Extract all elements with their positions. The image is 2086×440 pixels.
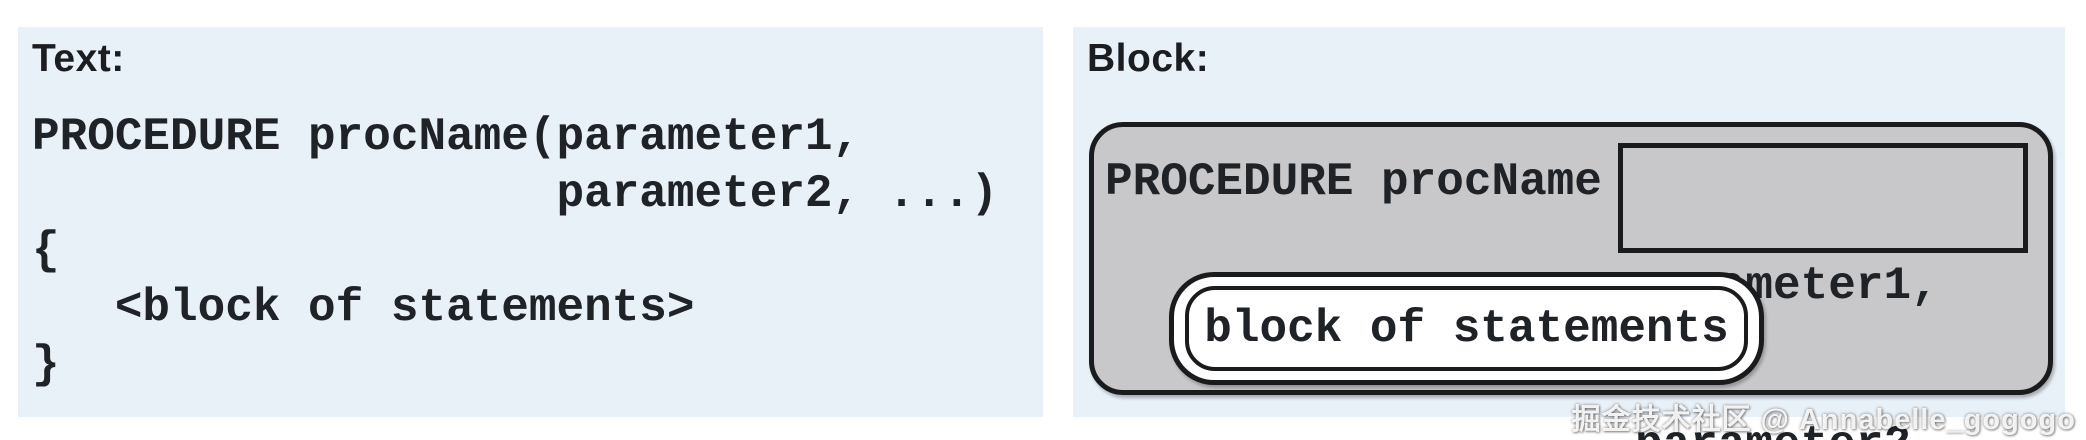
procedure-block: PROCEDURE procName parameter1, parameter…	[1089, 122, 2053, 440]
statements-pill-label: block of statements	[1204, 302, 1729, 355]
procedure-code: PROCEDURE procName(parameter1, parameter…	[32, 111, 999, 391]
procedure-header-text: PROCEDURE procName	[1105, 156, 1602, 208]
statements-pill-inner: block of statements	[1185, 286, 1748, 371]
parameter-box: parameter1, parameter2,...	[1618, 143, 2028, 440]
text-syntax-panel: Text: PROCEDURE procName(parameter1, par…	[18, 27, 1043, 417]
statements-pill: block of statements	[1169, 272, 1764, 385]
parameter-line-2: parameter2,...	[1635, 419, 2023, 440]
text-panel-label: Text:	[32, 37, 125, 80]
block-representation-panel: Block: PROCEDURE procName parameter1, pa…	[1073, 27, 2065, 440]
block-panel-label: Block:	[1087, 37, 1210, 80]
watermark: 掘金技术社区 @ Annabelle_gogogo	[1571, 404, 2076, 436]
